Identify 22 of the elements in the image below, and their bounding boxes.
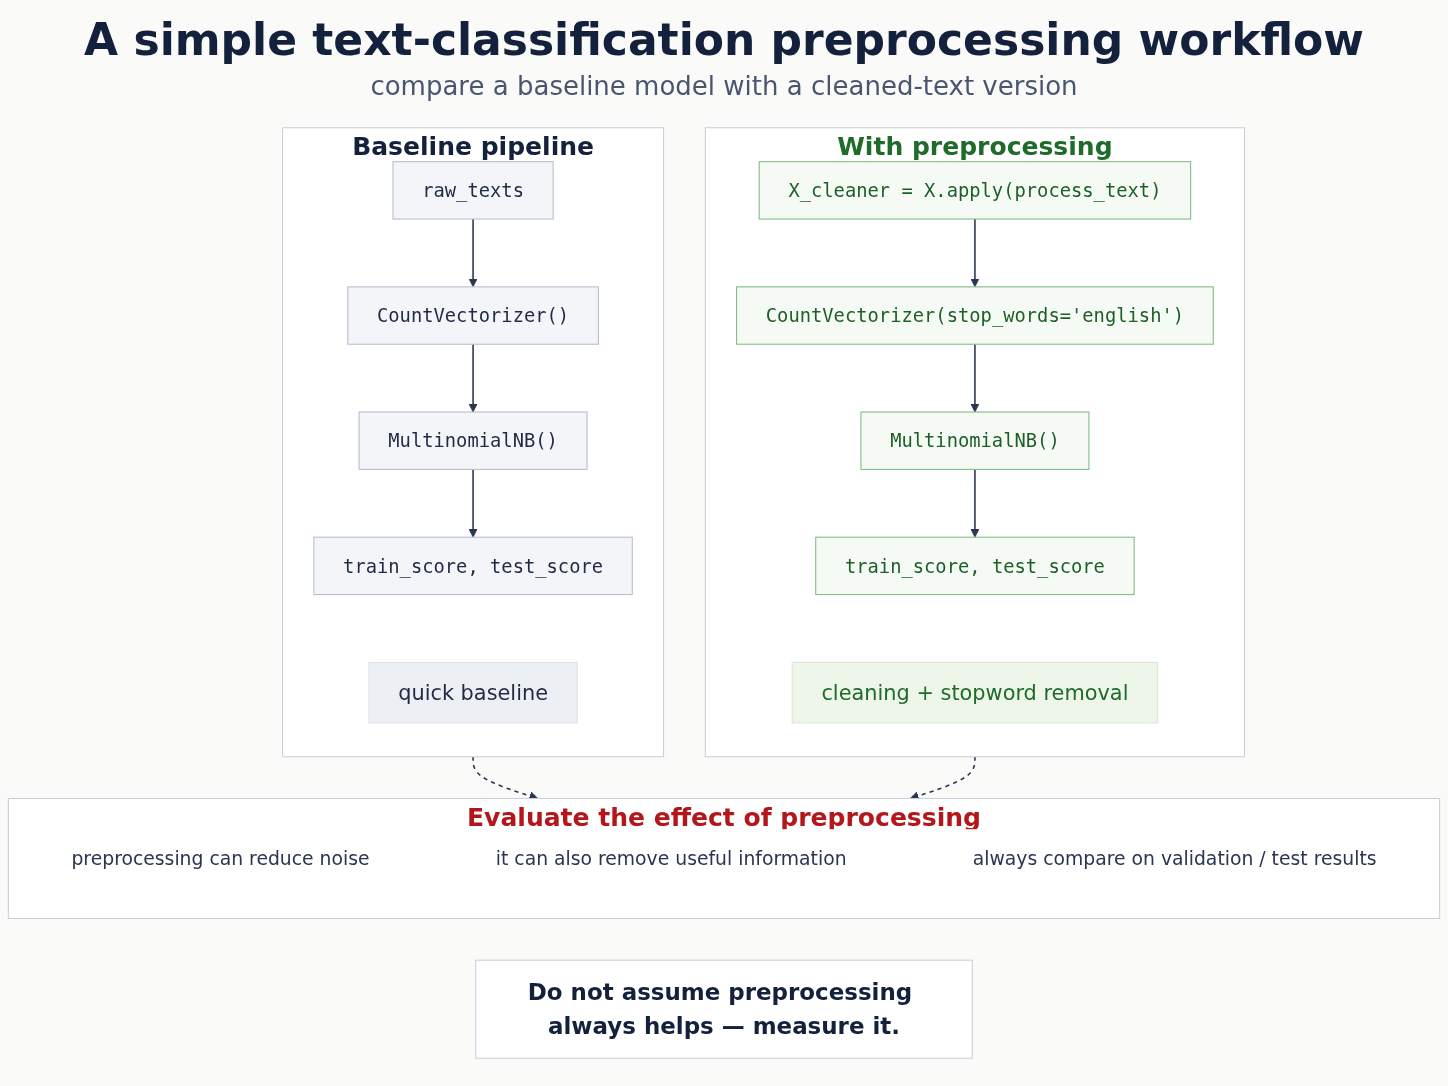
node-box: MultinomialNB(): [358, 411, 588, 470]
node-box: CountVectorizer(stop_words='english'): [736, 286, 1214, 345]
node-text: it can also remove useful information: [495, 847, 847, 870]
node-text: preprocessing can reduce noise: [71, 847, 370, 870]
node-box: quick baseline: [368, 661, 578, 724]
node-box: X_cleaner = X.apply(process_text): [758, 161, 1192, 220]
arrow: [468, 343, 478, 413]
node-box: Do not assume preprocessing always helps — measure it.: [475, 959, 973, 1059]
node-box: cleaning + stopword removal: [791, 661, 1159, 724]
node-box: CountVectorizer(): [347, 286, 599, 345]
arrow: [970, 218, 980, 288]
node-box: train_score, test_score: [313, 536, 633, 596]
title: A simple text-classification preprocessing workflow: [84, 14, 1364, 65]
arrow: [970, 468, 980, 538]
arrow: [468, 218, 478, 288]
caption: compare a baseline model with a cleaned-text version: [370, 71, 1078, 101]
arrow: [468, 468, 478, 538]
node-box: MultinomialNB(): [860, 411, 1090, 470]
arrow: [970, 343, 980, 413]
node-box: train_score, test_score: [815, 536, 1135, 596]
node-box: raw_texts: [392, 161, 554, 220]
node-text: always compare on validation / test results: [972, 847, 1377, 870]
